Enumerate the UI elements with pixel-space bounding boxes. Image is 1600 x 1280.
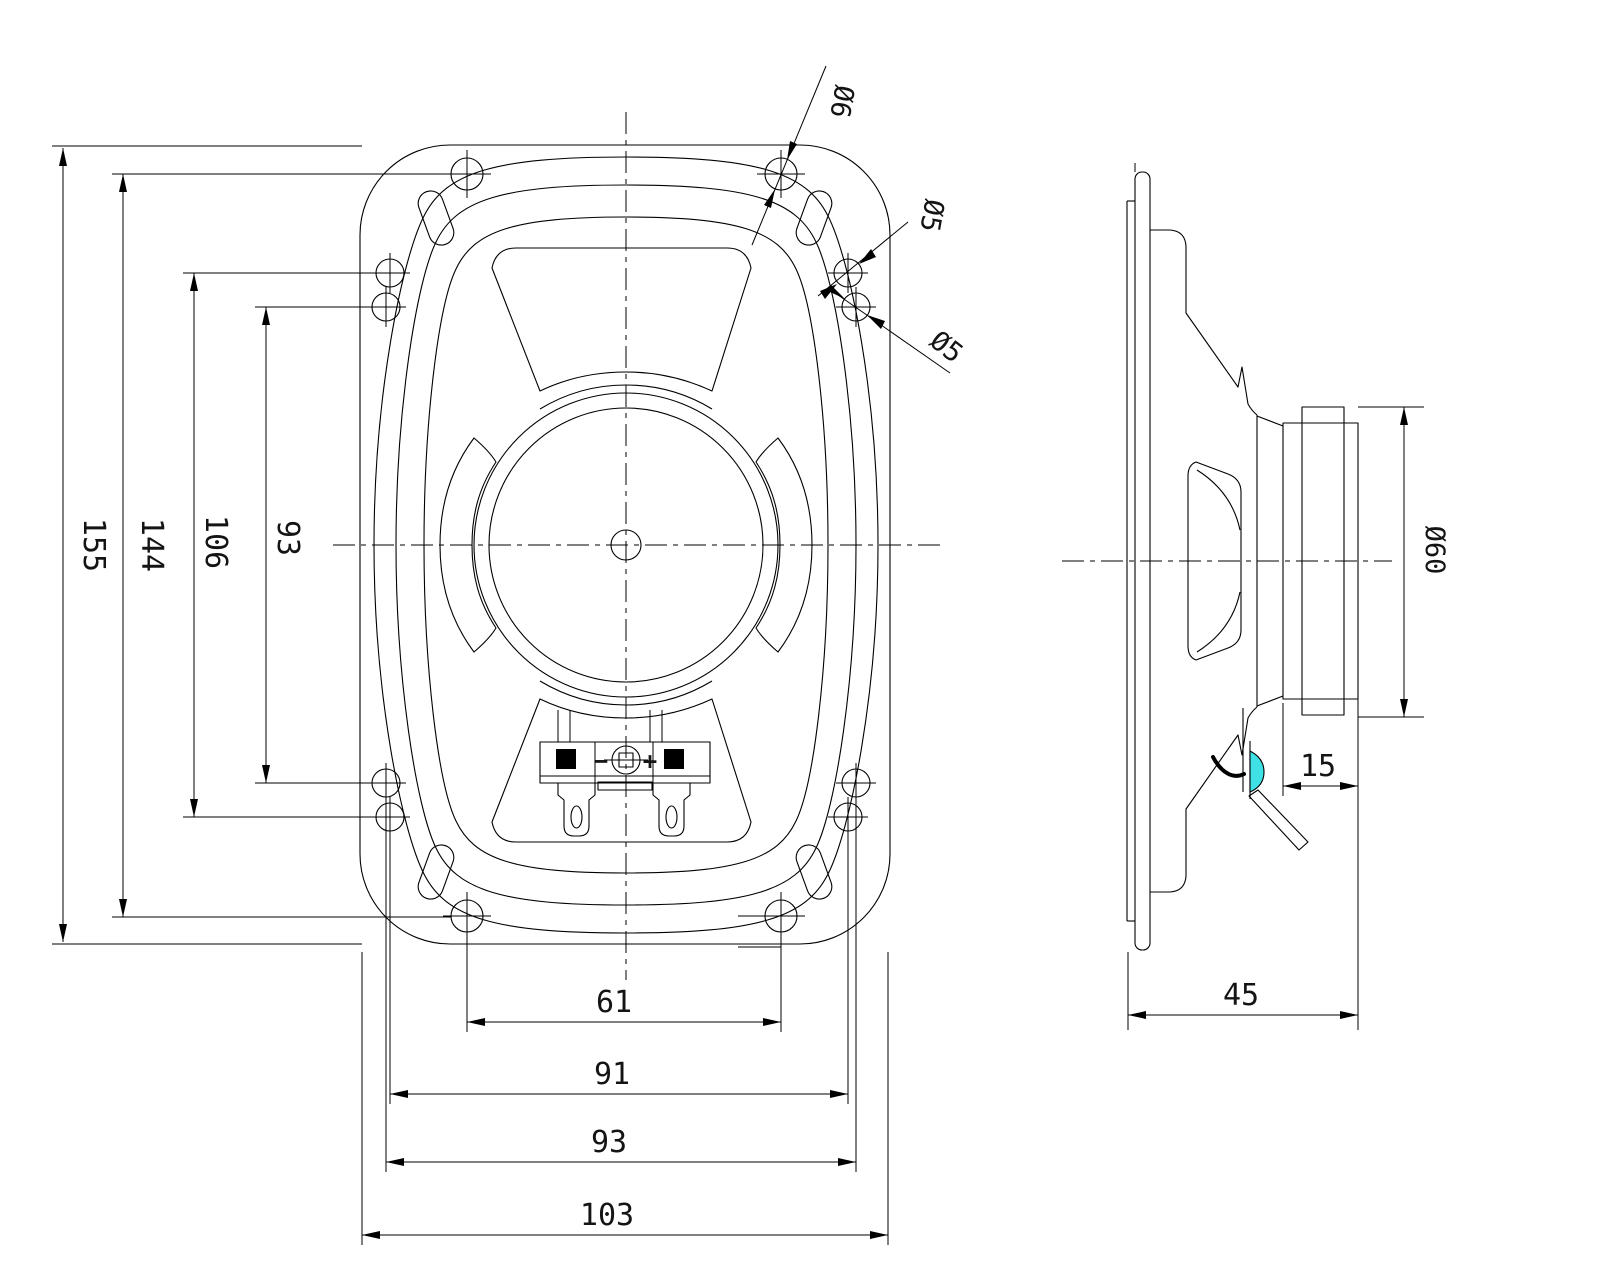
dim-103-label: 103 [580,1198,634,1233]
solder-tab-right-hole [665,805,678,829]
bottom-vent-cutout [491,698,752,843]
slot-bottom-left [417,844,455,900]
dim-93-vertical: 93 [255,306,372,784]
surround-oval-inner [423,216,829,874]
dim-93-vertical-label: 93 [270,520,305,556]
dim-106-label: 106 [198,515,233,569]
terminal-contact-right [664,749,684,769]
dome-inner-circle [488,407,764,683]
dim-dia60: Ø60 [1358,406,1450,718]
east-arc-slot [755,437,813,653]
spider-upper [1256,415,1284,427]
slot-top-right [795,190,833,246]
pilot-hole-right-4 [828,797,868,837]
side-view: Ø60 15 45 [1062,163,1450,1030]
dim-15: 15 [1282,699,1359,1030]
dim-dia60-label: Ø60 [1419,526,1450,575]
dim-61: 61 [466,932,782,1032]
yoke-pole-profile [1301,406,1345,716]
solder-tab-left-hole [570,805,583,829]
cone-profile-lower [1150,706,1258,893]
dim-144-label: 144 [134,518,169,572]
dim-155-label: 155 [76,518,111,572]
dim-106: 106 [183,272,376,818]
terminal-grommet-highlight [1249,750,1265,793]
dim-93-horizontal: 93 [385,800,857,1172]
tinsel-lead-wire [1211,755,1246,778]
capsule-arc-lower [1196,591,1241,653]
front-centerlines [333,112,940,980]
polarity-plus-label: + [643,747,657,775]
mounting-hole-bottom-right [738,892,805,948]
cone-profile-upper [1150,229,1258,416]
dome-outer-circle [473,392,779,698]
dim-155: 155 [52,145,362,945]
solder-tab-side-profile [1248,789,1309,851]
terminal-block: − + [539,710,711,837]
north-slot-arc [539,384,713,410]
pilot-hole-right-1 [828,253,868,293]
terminal-contact-left [556,749,576,769]
corner-slots [417,190,833,900]
dim-45: 45 [1127,952,1358,1030]
solder-tab-right [652,783,691,837]
spider-lower [1256,695,1284,707]
dim-15-label: 15 [1300,749,1336,784]
pilot-hole-right-3 [836,763,876,803]
solder-tab-left [557,783,596,837]
capsule-arc-upper [1196,469,1241,531]
terminal-bridge-strip [597,781,653,791]
side-dimensions: Ø60 15 45 [1127,406,1450,1030]
slot-top-left [417,190,455,246]
side-terminal [1211,708,1309,851]
dim-93-horizontal-label: 93 [591,1125,627,1160]
slot-bottom-right [795,844,833,900]
flange-oval-outer [373,156,879,934]
callout-dia5-upper: Ø5 [817,197,949,299]
dim-91-label: 91 [594,1057,630,1092]
dust-cap-center-circle [610,529,642,561]
callout-dia6-label: Ø6 [823,83,859,120]
basket-vents [491,247,752,843]
front-vertical-dimensions: 155 144 106 93 [52,145,451,945]
dim-91: 91 [389,832,849,1104]
dim-144: 144 [112,173,451,918]
top-vent-cutout [491,247,752,392]
polarity-minus-label: − [594,747,608,775]
basket-vent-capsule [1187,461,1242,661]
west-arc-slot [439,437,497,653]
dim-45-label: 45 [1223,978,1259,1013]
basket-ovals [373,156,879,934]
magnet-ring-profile [1282,422,1359,700]
dim-103: 103 [361,952,889,1245]
callout-dia6: Ø6 [751,65,859,246]
front-view: − + 155 144 [52,65,969,1245]
mounting-frame-outline [359,144,891,945]
flange-plate-profile [1134,171,1151,951]
side-flange [1126,163,1151,951]
side-basket-profile [1150,229,1284,893]
gasket-oval-middle [395,184,857,906]
dim-61-label: 61 [596,985,632,1020]
magnet-assembly [1282,406,1359,716]
side-arc-slots [439,437,813,653]
front-horizontal-dimensions: 61 91 93 103 [361,800,889,1245]
pilot-holes [366,253,876,837]
south-slot-arc [539,680,713,706]
callout-dia5-upper-label: Ø5 [913,197,949,234]
cone-dome [473,392,779,698]
pilot-hole-left-1 [370,253,410,293]
terminal-plate [539,741,711,784]
